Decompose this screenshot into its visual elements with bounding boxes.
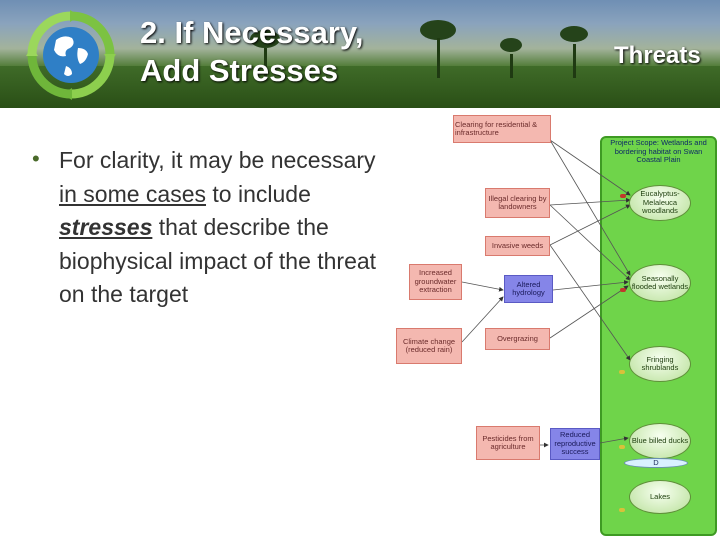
- arrow: [549, 285, 629, 339]
- tree-decoration: [250, 30, 280, 48]
- slide-title-line1: 2. If Necessary,: [140, 15, 364, 50]
- threat-node: Clearing for residential & infrastructur…: [453, 115, 551, 143]
- arrow: [549, 139, 631, 196]
- threat-node: Climate change (reduced rain): [396, 328, 462, 364]
- rating-marker-icon: [619, 508, 625, 512]
- threat-node: Increased groundwater extraction: [409, 264, 462, 300]
- arrow: [549, 197, 631, 206]
- bullet-text: For clarity, it may be necessary in some…: [59, 144, 389, 312]
- target-node: Fringing shrublands: [629, 346, 691, 382]
- arrow: [549, 204, 631, 246]
- tree-decoration: [560, 26, 588, 42]
- arrow: [599, 436, 629, 444]
- project-scope-label: Project Scope: Wetlands and bordering ha…: [610, 138, 707, 164]
- tree-decoration: [500, 38, 522, 52]
- tree-decoration: [437, 38, 440, 78]
- rating-marker-icon: [619, 445, 625, 449]
- conceptual-model-diagram: Project Scope: Wetlands and bordering ha…: [390, 110, 720, 540]
- tree-decoration: [573, 44, 576, 78]
- bullet-part: to include: [206, 180, 311, 207]
- target-node: Lakes: [629, 480, 691, 514]
- globe-logo-icon: [26, 10, 116, 100]
- arrow: [552, 280, 629, 291]
- rating-marker-icon: [619, 370, 625, 374]
- threat-node: Invasive weeds: [485, 236, 550, 256]
- target-node: Eucalyptus-Melaleuca woodlands: [629, 185, 691, 221]
- section-label: Threats: [614, 42, 701, 69]
- bullet-dot-icon: •: [32, 146, 40, 171]
- arrow: [549, 244, 631, 361]
- target-node: Blue billed ducks: [629, 423, 691, 459]
- arrow: [549, 139, 631, 276]
- tree-decoration: [420, 20, 456, 40]
- target-node: Seasonally flooded wetlands: [629, 264, 691, 302]
- tree-decoration: [510, 54, 513, 78]
- threat-node: Pesticides from agriculture: [476, 426, 540, 460]
- bullet-emphasis: stresses: [59, 214, 153, 240]
- header-banner: 2. If Necessary, Add Stresses Threats: [0, 0, 720, 108]
- bullet-part: that describe the biophysical impact of …: [59, 214, 377, 307]
- bullet-underlined: in some cases: [59, 180, 207, 207]
- stress-node: Reduced reproductive success: [550, 428, 600, 460]
- rating-marker-icon: [620, 194, 626, 198]
- rating-marker-icon: [620, 288, 626, 292]
- bullet-part: For clarity, it may be necessary: [59, 147, 376, 173]
- threat-node: Overgrazing: [485, 328, 550, 350]
- diagram-arrows: [461, 139, 631, 448]
- threat-node: Illegal clearing by landowners: [485, 188, 550, 218]
- banner-landscape: [0, 66, 720, 108]
- arrow: [461, 296, 504, 343]
- tree-decoration: [264, 48, 267, 78]
- slide-title: 2. If Necessary, Add Stresses: [140, 14, 363, 90]
- stress-node: Altered hydrology: [504, 275, 553, 303]
- slide-title-line2: Add Stresses: [140, 53, 339, 88]
- arrow: [461, 281, 504, 292]
- arrow: [549, 204, 631, 281]
- sub-target-node: D: [624, 458, 688, 468]
